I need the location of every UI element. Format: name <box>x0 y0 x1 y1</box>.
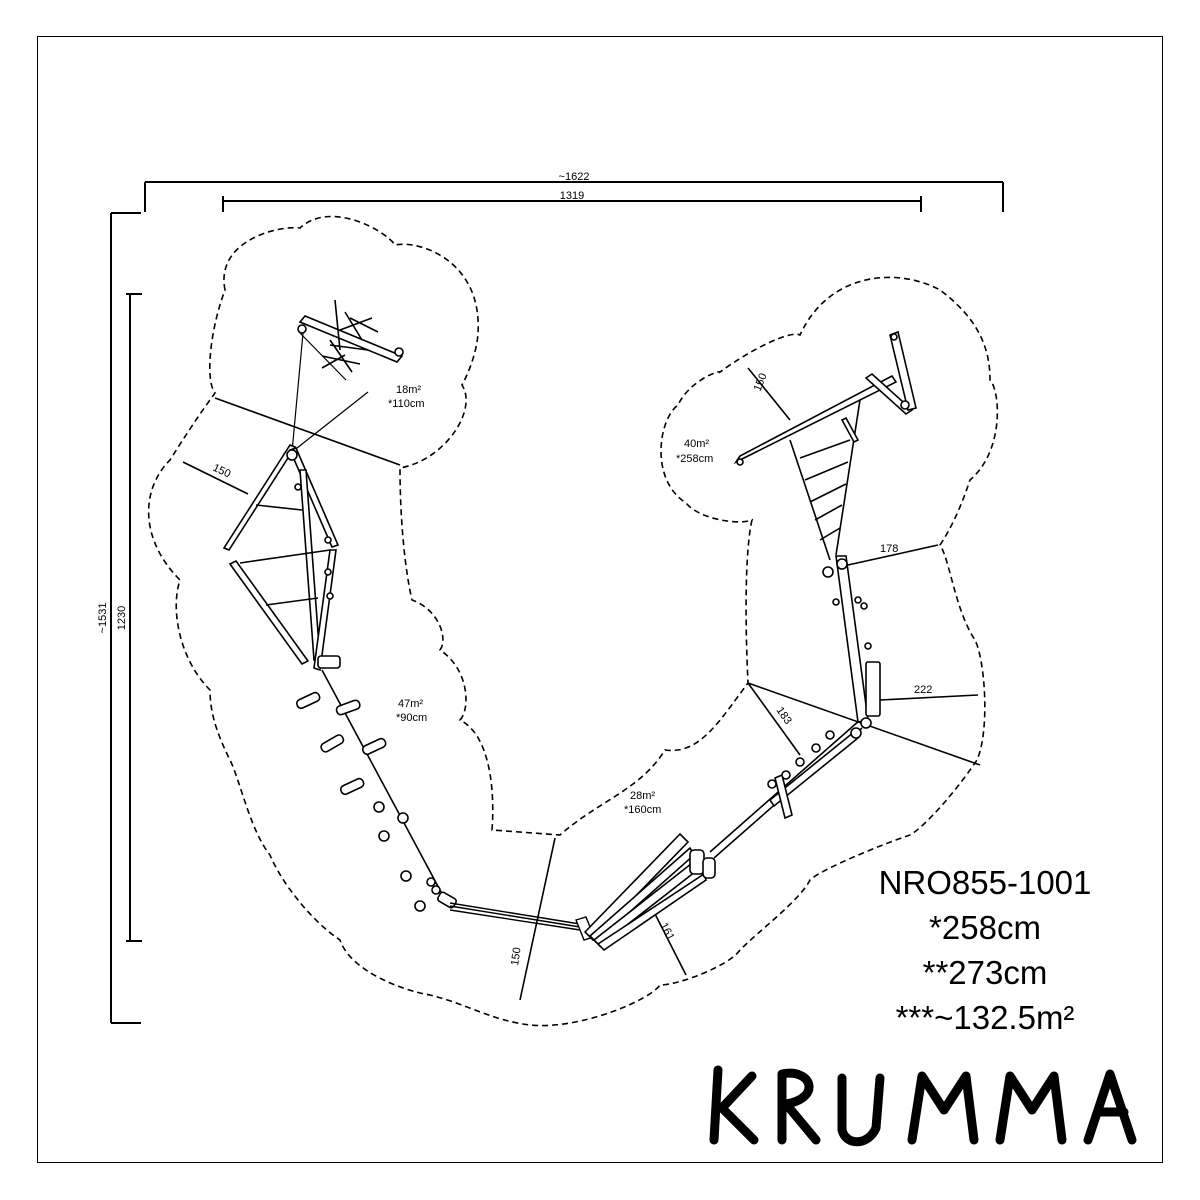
tower-right <box>733 330 917 729</box>
safety-161-label: 161 <box>657 921 676 943</box>
zone-4-height: *258cm <box>676 453 713 465</box>
stepping-path-left <box>295 669 457 912</box>
inner-width-label: 1319 <box>560 190 584 202</box>
zone-1-area: 18m² <box>396 384 421 396</box>
ladder-frame-left <box>222 444 341 672</box>
safety-178-label: 178 <box>880 543 898 555</box>
zone-1-height: *110cm <box>388 398 424 410</box>
net-frame-top-left <box>297 299 404 373</box>
rope-lines <box>291 332 369 453</box>
zone-3-height: *160cm <box>624 804 661 816</box>
dimension-inner-width <box>222 196 922 212</box>
dimension-overall-height <box>110 212 141 1024</box>
dimension-overall-width <box>144 181 1004 212</box>
safety-222-label: 222 <box>914 684 932 696</box>
overall-width-label: ~1622 <box>559 171 590 183</box>
dimension-inner-height <box>126 293 142 942</box>
product-info: NRO855-1001 *258cm **273cm ***~132.5m² <box>840 860 1130 1040</box>
product-height-2: **273cm <box>922 954 1048 991</box>
zone-4-area: 40m² <box>684 438 709 450</box>
product-area: ***~132.5m² <box>895 999 1075 1036</box>
product-height-1: *258cm <box>929 909 1041 946</box>
safety-150-bottom-label: 150 <box>509 947 523 967</box>
safety-zone-outline <box>147 215 999 1027</box>
inner-height-label: 1230 <box>116 606 128 630</box>
zone-2-area: 47m² <box>398 698 423 710</box>
frame-bottom-middle <box>583 719 863 952</box>
zone-3-area: 28m² <box>630 790 655 802</box>
overall-height-label: ~1531 <box>97 603 109 634</box>
rope-bridge-bottom <box>449 902 595 941</box>
product-code: NRO855-1001 <box>878 864 1092 901</box>
drawing-frame <box>37 36 1163 1163</box>
zone-2-height: *90cm <box>396 712 427 724</box>
krumma-logo <box>709 1065 1137 1147</box>
